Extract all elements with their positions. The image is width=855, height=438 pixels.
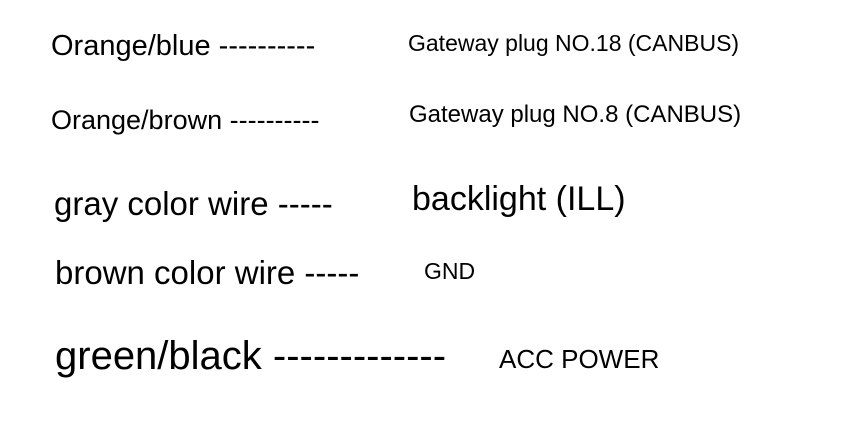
wire-function: Gateway plug NO.8 (CANBUS) [409, 101, 742, 128]
wire-label: gray color wire ----- [54, 185, 333, 222]
wire-function: Gateway plug NO.18 (CANBUS) [408, 30, 740, 56]
wire-label: Orange/blue ---------- [51, 30, 316, 62]
wire-label: green/black ------------- [55, 334, 447, 378]
wire-label: Orange/brown ---------- [51, 105, 320, 135]
wire-function: GND [424, 258, 476, 284]
wire-function: ACC POWER [499, 344, 660, 374]
wire-label: brown color wire ----- [55, 254, 360, 291]
wire-function: backlight (ILL) [412, 180, 626, 218]
